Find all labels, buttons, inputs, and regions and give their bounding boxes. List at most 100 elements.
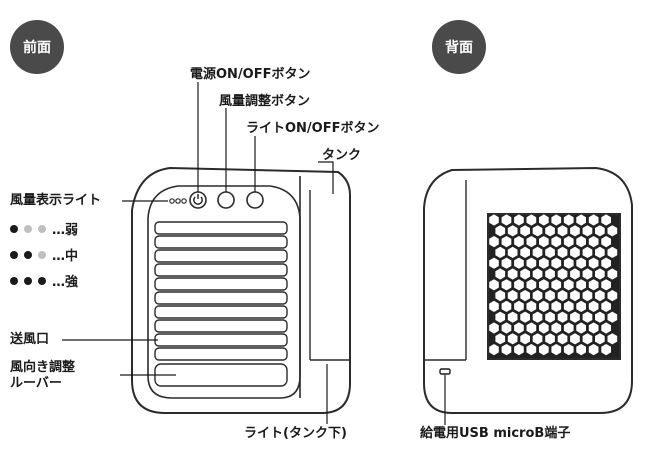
hex-cell xyxy=(520,333,530,345)
hex-cell xyxy=(588,300,599,312)
hex-cell xyxy=(489,300,499,312)
louver-slat xyxy=(154,277,288,291)
hex-cell xyxy=(539,236,549,248)
front-badge-label: 前面 xyxy=(23,40,51,56)
label-outlet: 送風口 xyxy=(10,332,50,347)
indicator-dot xyxy=(169,198,175,204)
hex-cell xyxy=(588,257,599,269)
hex-cell xyxy=(545,311,555,323)
hex-cell xyxy=(539,214,549,226)
hex-cell xyxy=(588,279,599,291)
louver-slat xyxy=(154,319,288,333)
hex-cell xyxy=(501,236,512,248)
louver-slat xyxy=(154,263,288,277)
legend-weak: …弱 xyxy=(10,219,78,238)
hex-cell xyxy=(557,268,568,280)
indicator-dot xyxy=(175,198,181,204)
label-light-button: ライトON/OFFボタン xyxy=(246,121,380,136)
back-badge: 背面 xyxy=(432,20,486,74)
hex-cell xyxy=(507,333,518,345)
hex-cell xyxy=(601,257,611,269)
hex-cell xyxy=(532,268,543,280)
hex-cell xyxy=(607,268,618,280)
hex-cell xyxy=(563,279,574,291)
usb-port xyxy=(439,368,451,375)
hex-cell xyxy=(563,300,574,312)
hex-cell xyxy=(607,311,618,323)
legend-medium: …中 xyxy=(10,245,78,264)
hex-cell xyxy=(576,300,586,312)
hex-cell xyxy=(495,225,506,237)
louver-slat xyxy=(154,333,288,347)
legend-weak-text: …弱 xyxy=(52,223,79,238)
hex-cell xyxy=(595,268,605,280)
hex-cell xyxy=(570,268,580,280)
leader-lines-front xyxy=(62,82,334,424)
hex-cell xyxy=(582,225,593,237)
hex-cell xyxy=(557,225,568,237)
hex-cell xyxy=(582,246,593,258)
hex-cell xyxy=(526,257,537,269)
hex-cell xyxy=(539,322,549,334)
louver-set xyxy=(154,221,288,387)
hex-cell xyxy=(526,214,537,226)
legend-dot xyxy=(24,276,32,285)
hex-grille xyxy=(489,214,619,358)
hex-cell xyxy=(501,214,512,226)
legend-dot xyxy=(10,250,18,259)
legend-strong: …強 xyxy=(10,271,78,290)
hex-cell xyxy=(501,344,512,356)
louver-slat xyxy=(154,305,288,319)
hex-cell xyxy=(551,236,562,248)
hex-cell xyxy=(489,279,499,291)
label-louver-line1: 風向き調整 xyxy=(10,360,76,375)
hex-cell xyxy=(570,333,580,345)
hex-cell xyxy=(489,344,499,356)
indicator-dot xyxy=(181,198,187,204)
hex-cell xyxy=(576,279,586,291)
hex-cell xyxy=(576,322,586,334)
hex-cell xyxy=(551,257,562,269)
hex-cell xyxy=(588,236,599,248)
hex-cell xyxy=(514,279,524,291)
hex-cell xyxy=(501,279,512,291)
hex-cell xyxy=(551,279,562,291)
hex-cell xyxy=(495,311,506,323)
hex-cell xyxy=(495,246,506,258)
hex-cell xyxy=(551,300,562,312)
hex-cell xyxy=(601,344,611,356)
hex-cell xyxy=(489,214,499,226)
hex-cell xyxy=(551,344,562,356)
hex-cell xyxy=(563,322,574,334)
hex-cell xyxy=(501,300,512,312)
label-tank-light: ライト(タンク下) xyxy=(244,426,347,441)
hex-cell xyxy=(570,246,580,258)
hex-cell xyxy=(582,333,593,345)
hex-cell xyxy=(601,279,611,291)
hex-cell xyxy=(526,322,537,334)
hex-cell xyxy=(507,268,518,280)
hex-cell xyxy=(520,246,530,258)
front-body-outline xyxy=(131,166,351,414)
hex-cell xyxy=(563,344,574,356)
hex-cell xyxy=(545,333,555,345)
hex-cell xyxy=(495,290,506,302)
front-panel-outline xyxy=(147,185,301,399)
hex-cell xyxy=(507,290,518,302)
hex-cell xyxy=(570,225,580,237)
hex-cell xyxy=(501,322,512,334)
label-power-button: 電源ON/OFFボタン xyxy=(190,67,311,82)
hex-cell xyxy=(576,214,586,226)
hex-cell xyxy=(514,236,524,248)
hex-cell xyxy=(520,225,530,237)
louver-slat xyxy=(154,221,288,235)
hex-cell xyxy=(582,290,593,302)
front-unit xyxy=(131,166,351,414)
legend-dot xyxy=(24,224,32,233)
hex-cell xyxy=(520,268,530,280)
label-indicator: 風量表示ライト xyxy=(10,193,102,208)
legend-dot xyxy=(24,250,32,259)
hex-cell xyxy=(607,290,618,302)
power-icon xyxy=(193,194,203,205)
